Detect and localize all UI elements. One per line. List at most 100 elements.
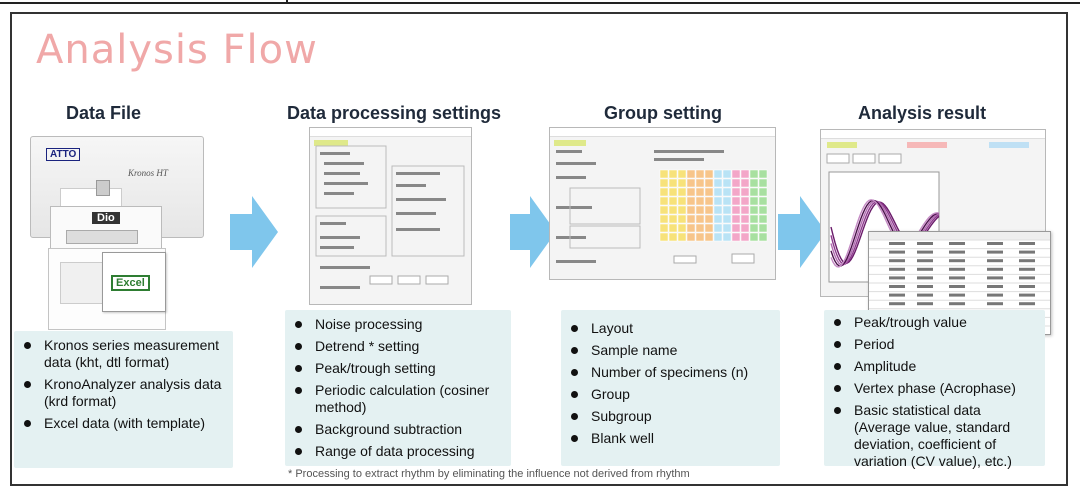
heading-group-setting: Group setting [604,103,722,123]
well-cell [731,223,741,233]
well-cell [677,169,687,179]
list-item: Period [830,336,1045,353]
table-cell [1019,250,1035,254]
well-cell [704,187,714,197]
list-item: Kronos series measurement data (kht, dtl… [20,337,233,371]
well-cell [704,196,714,206]
well-cell [695,214,705,224]
well-cell [722,223,732,233]
table-cell [987,276,1003,280]
list-item: Layout [567,320,780,337]
excel-label: Excel [111,275,150,291]
well-cell [740,223,750,233]
well-cell [686,214,696,224]
well-cell [695,196,705,206]
table-cell [987,242,1003,245]
processing-settings-form [315,145,465,289]
well-cell [659,196,669,206]
well-cell [659,214,669,224]
excel-file-icon: Excel [102,252,166,312]
well-cell [740,169,750,179]
list-item: Vertex phase (Acrophase) [830,380,1045,397]
dio-drawer [66,230,138,244]
well-cell [758,214,768,224]
well-cell [749,169,759,179]
group-setting-form [556,150,768,264]
well-cell [704,232,714,242]
well-cell [686,187,696,197]
list-item: Detrend * setting [291,338,511,355]
well-cell [677,196,687,206]
list-item: Basic statistical data (Average value, s… [830,402,1045,470]
list-item: Group [567,386,780,403]
well-cell [677,205,687,215]
well-cell [695,205,705,215]
well-cell [659,187,669,197]
table-cell [917,259,933,263]
instrument-illustration: ATTO Kronos HT Dio Excel [30,136,205,331]
well-cell [677,187,687,197]
processing-settings-screenshot [309,127,472,305]
well-cell [668,214,678,224]
panel-group-setting: Layout Sample name Number of specimens (… [561,310,780,466]
well-cell [722,205,732,215]
well-cell [731,232,741,242]
table-cell [949,293,965,297]
table-cell [949,250,965,254]
well-cell [659,223,669,233]
well-cell [695,178,705,188]
table-cell [1019,302,1035,306]
table-cell [987,285,1003,288]
table-cell [1019,267,1035,271]
well-cell [704,205,714,215]
table-cell [917,302,933,306]
well-cell [695,223,705,233]
well-cell [704,214,714,224]
list-group-setting: Layout Sample name Number of specimens (… [561,310,780,447]
well-cell [704,223,714,233]
list-item: Periodic calculation (cosiner method) [291,382,511,416]
well-cell [713,223,723,233]
well-cell [722,178,732,188]
panel-analysis-result: Peak/trough value Period Amplitude Verte… [824,310,1045,469]
table-cell [917,285,933,288]
list-data-processing: Noise processing Detrend * setting Peak/… [285,310,511,460]
well-cell [731,187,741,197]
table-cell [917,250,933,254]
well-cell [668,205,678,215]
instrument-knob [96,180,110,196]
well-cell [668,196,678,206]
well-cell [749,232,759,242]
well-cell [749,187,759,197]
well-cell [668,178,678,188]
well-cell [740,232,750,242]
well-cell [731,205,741,215]
table-cell [917,276,933,280]
well-cell [731,178,741,188]
well-cell [740,214,750,224]
arrow-3 [778,196,826,268]
well-cell [758,205,768,215]
top-rule-stub [286,0,288,4]
table-cell [1019,293,1035,297]
panel-data-file: Kronos series measurement data (kht, dtl… [14,331,233,468]
well-cell [659,169,669,179]
well-cell [713,232,723,242]
table-cell [987,267,1003,271]
well-cell [695,187,705,197]
well-cell [740,196,750,206]
table-cell [1019,276,1035,280]
well-cell [659,178,669,188]
list-item: Peak/trough setting [291,360,511,377]
well-cell [731,169,741,179]
well-cell [758,196,768,206]
table-cell [917,267,933,271]
well-cell [713,196,723,206]
well-cell [731,196,741,206]
well-cell [686,196,696,206]
well-cell [686,223,696,233]
well-cell [749,196,759,206]
well-cell [749,214,759,224]
well-cell [686,178,696,188]
well-cell [758,178,768,188]
